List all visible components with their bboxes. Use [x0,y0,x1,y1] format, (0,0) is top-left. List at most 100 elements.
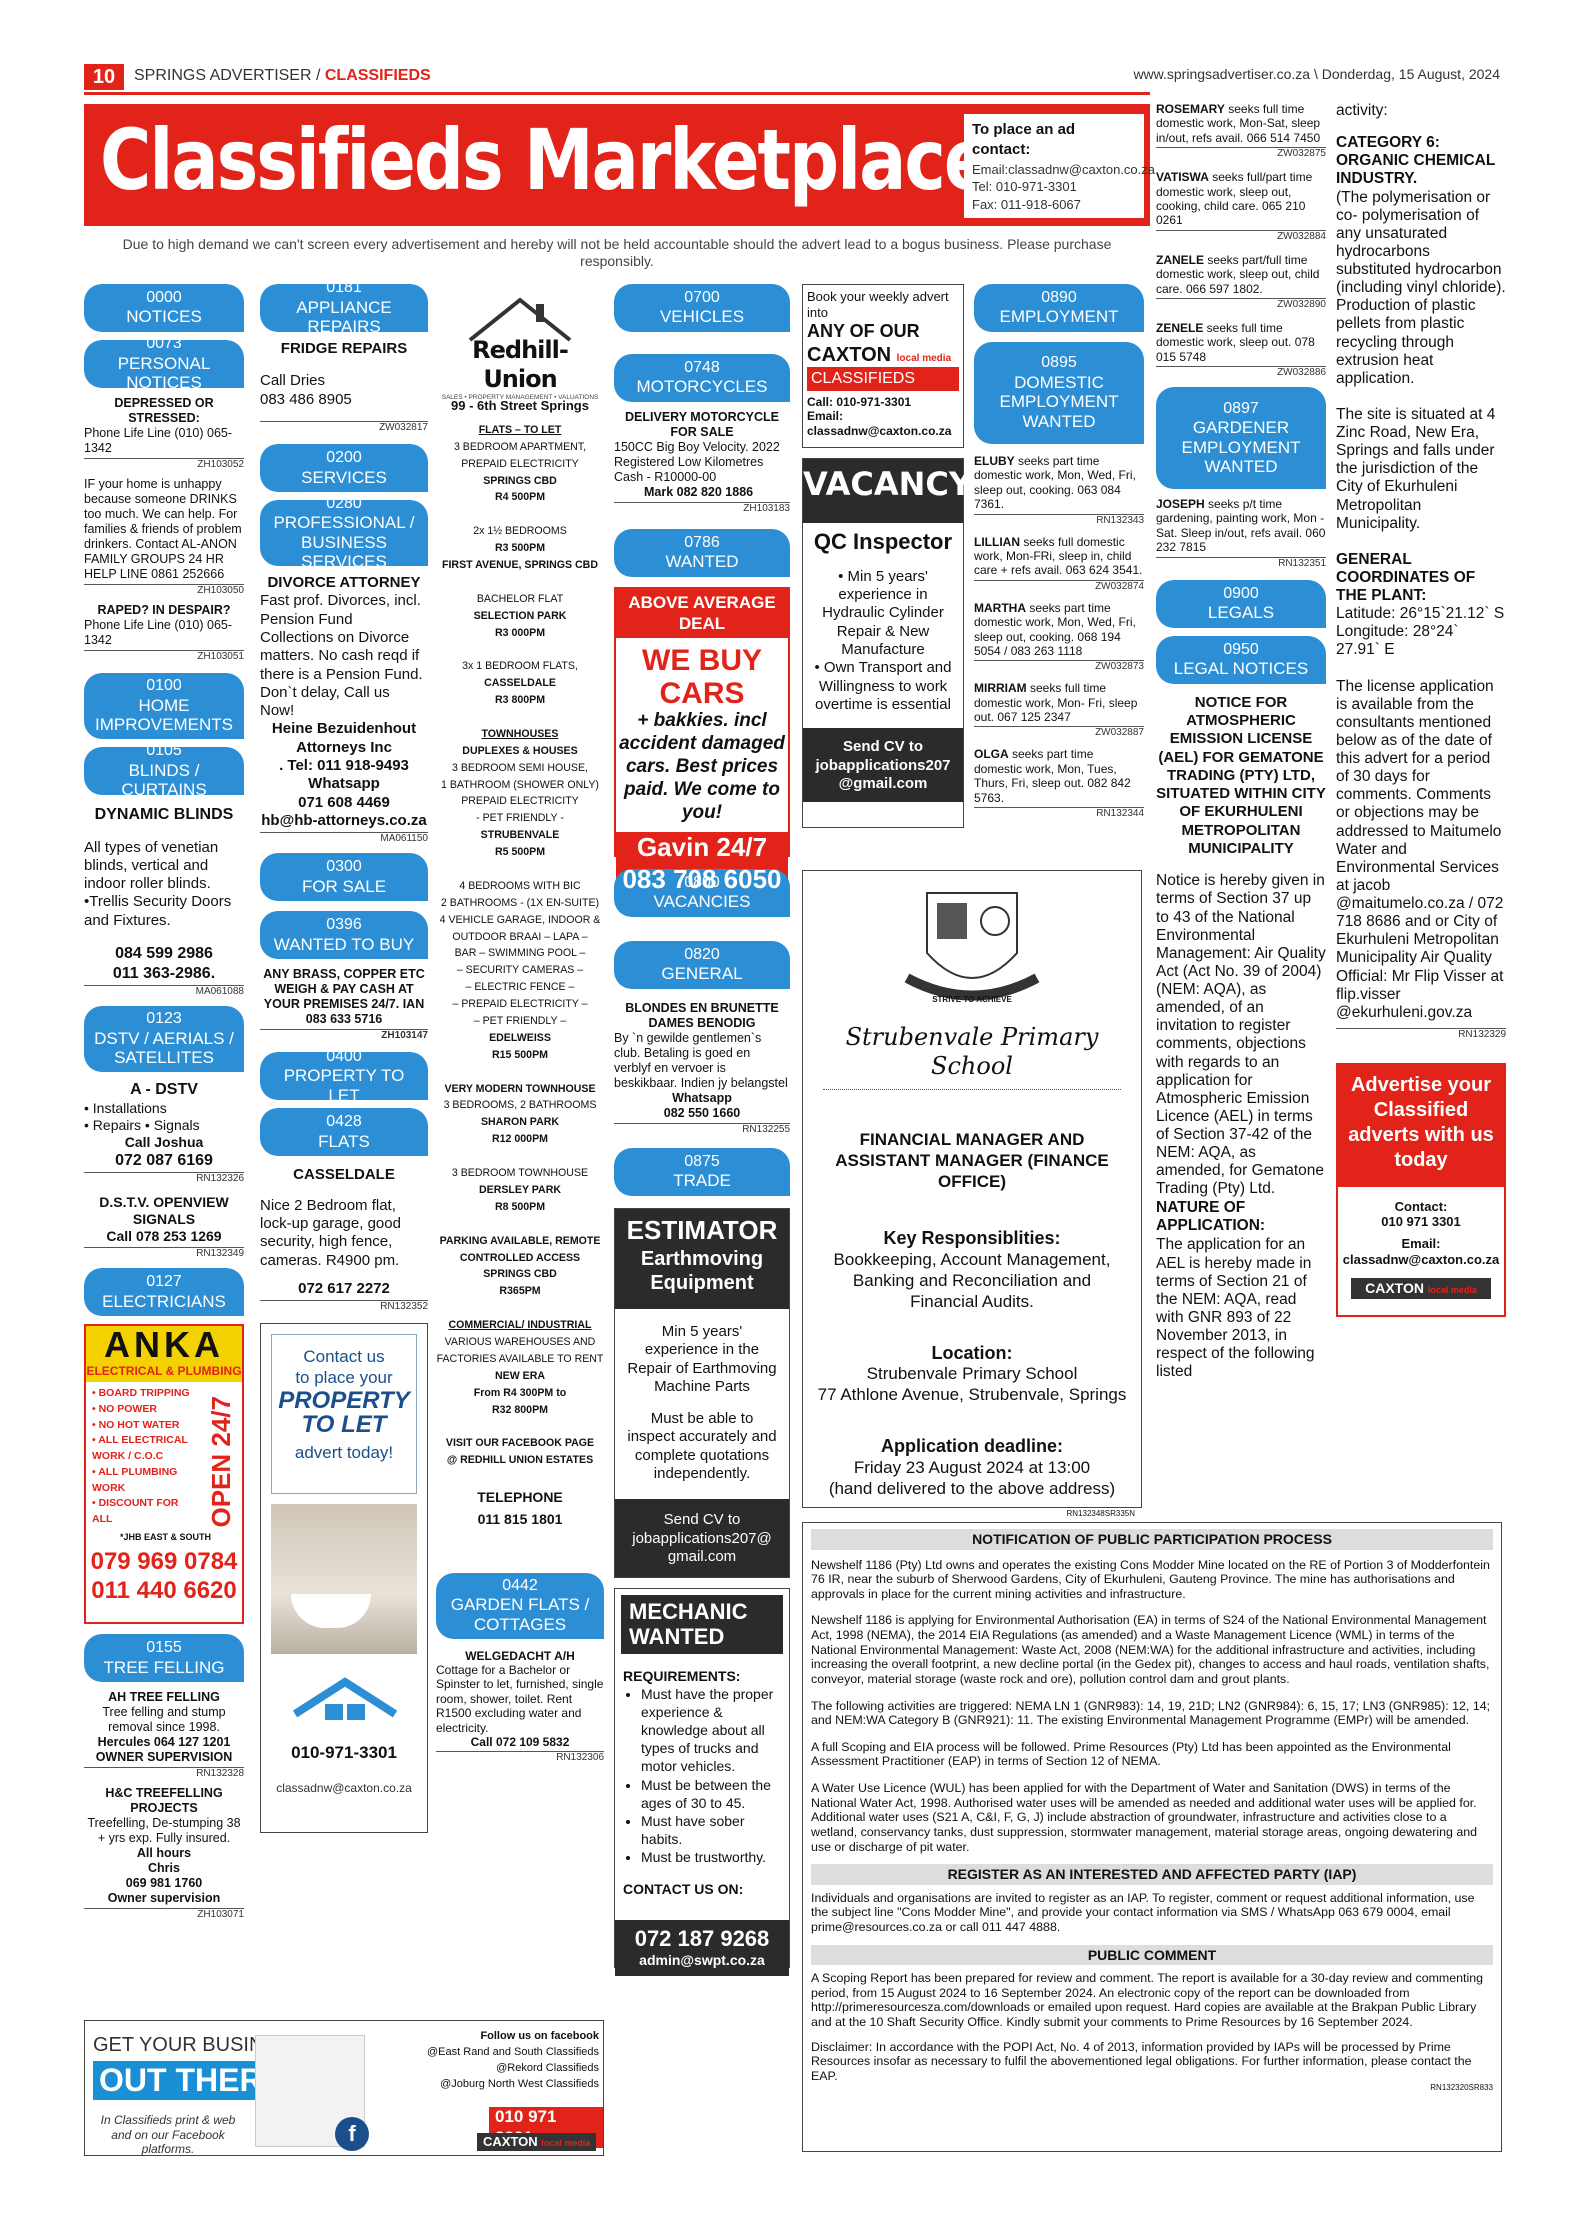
ad-adstv: A - DSTV• Installations• Repairs • Signa… [84,1081,244,1185]
anka-service-item: • BOARD TRIPPING [92,1387,190,1400]
footer-banner: GET YOUR BUSINESS OUT THERE In Classifie… [84,2020,604,2156]
redhill-line: COMMERCIAL/ INDUSTRIAL [448,1319,592,1332]
redhill-line: EDELWEISS [489,1031,551,1044]
redhill-line [436,1148,604,1165]
ad-alanon: IF your home is unhappy because someone … [84,477,244,596]
column-7: ROSEMARY seeks full time domestic work, … [1156,102,1326,1381]
disclaimer: Due to high demand we can't screen every… [122,236,1112,270]
redhill-line: 1 BATHROOM (SHOWER ONLY) [441,778,599,791]
paper-title: SPRINGS ADVERTISER / CLASSIFIEDS [134,67,431,84]
redhill-line: DERSLEY PARK [478,1183,562,1196]
redhill-line [436,1418,604,1435]
anka-service-item: • DISCOUNT FOR ALL [92,1497,179,1526]
mechanic-requirement: Must be trustworthy. [641,1848,781,1866]
house-icon [292,1677,398,1721]
redhill-line: 2x 1½ BEDROOMS [473,525,567,538]
school-crest-icon [904,892,1040,1001]
redhill-line: R3 000PM [494,626,546,639]
redhill-line: 4 BEDROOMS WITH BIC [459,879,581,892]
ad-vatiswa: VATISWA seeks full/part time domestic wo… [1156,170,1326,242]
ad-eluby: ELUBY seeks part time domestic work, Mon… [974,454,1144,526]
redhill-line: FIRST AVENUE, SPRINGS CBD [442,558,598,571]
mechanic-requirement: Must be between the ages of 30 to 45. [641,1776,781,1812]
banner: Classifieds Marketplace To place an ad c… [84,104,1155,226]
redhill-line [436,506,604,523]
redhill-line: R8 500PM [494,1200,546,1213]
redhill-line: CONTROLLED ACCESS [459,1251,581,1264]
redhill-line [436,1216,604,1233]
ad-mirriam: MIRRIAM seeks full time domestic work, M… [974,681,1144,739]
ad-book-weekly: Book your weekly advert into ANY OF OUR … [802,284,964,448]
redhill-line: DUPLEXES & HOUSES [462,744,578,757]
redhill-line: R12 000PM [492,1133,548,1146]
ad-rosemary: ROSEMARY seeks full time domestic work, … [1156,102,1326,160]
ad-casseldale: CASSELDALE Nice 2 Bedroom flat, lock-up … [260,1166,428,1313]
page-number: 10 [84,64,124,90]
ad-divorce: DIVORCE ATTORNEY Fast prof. Divorces, in… [260,574,428,845]
ad-depressed: DEPRESSED OR STRESSED:Phone Life Line (0… [84,396,244,470]
redhill-line: @ REDHILL UNION ESTATES [446,1454,594,1467]
redhill-line [436,1064,604,1081]
legal-notice-ael: NOTICE FOR ATMOSPHERIC EMISSION LICENSE … [1156,693,1326,1381]
anka-service-item: • NO HOT WATER [92,1418,180,1431]
banner-contact: To place an ad contact: Email:classadnw@… [964,114,1155,218]
redhill-line: SHARON PARK [480,1116,560,1129]
redhill-line: R5 500PM [494,846,546,859]
redhill-line: R4 500PM [494,491,546,504]
redhill-line: TELEPHONE [477,1488,563,1505]
ad-advertise-classified: Advertise your Classified adverts with u… [1336,1062,1506,1317]
redhill-line: R3 500PM [494,542,546,555]
redhill-line [436,709,604,726]
redhill-line: NEW ERA [494,1369,546,1382]
redhill-line: SPRINGS CBD [483,1268,557,1281]
redhill-line: BACHELOR FLAT [476,592,564,605]
header-rule [84,92,1150,95]
redhill-line: SPRINGS CBD [483,474,557,487]
redhill-line: OUTDOOR BRAAI – LAPA – [452,930,588,943]
mechanic-requirement: Must have sober habits. [641,1812,781,1848]
redhill-line: 011 815 1801 [477,1511,563,1528]
redhill-line: 3 BEDROOM APARTMENT, [453,440,587,453]
redhill-line: 3x 1 BEDROOM FLATS, [462,660,578,673]
ad-mechanic: MECHANIC WANTED REQUIREMENTS: Must have … [614,1588,790,1976]
redhill-line: VERY MODERN TOWNHOUSE [444,1082,596,1095]
facebook-icon: f [335,2117,369,2151]
ad-we-buy-cars: ABOVE AVERAGE DEAL WE BUY CARS + bakkies… [614,587,790,896]
redhill-line: FLATS – TO LET [478,423,562,436]
redhill-line: STRUBENVALE [480,829,560,842]
redhill-line: – PREPAID ELECTRICITY – [452,998,588,1011]
redhill-line: – PET FRIENDLY – [473,1015,567,1028]
house-roof-icon [468,297,572,342]
redhill-address: 99 - 6th Street Springs [451,398,589,413]
bathroom-photo [271,1504,417,1655]
banner-title: Classifieds Marketplace [100,111,991,210]
ad-qc-vacancy: VACANCY QC Inspector • Min 5 years' expe… [802,458,972,828]
